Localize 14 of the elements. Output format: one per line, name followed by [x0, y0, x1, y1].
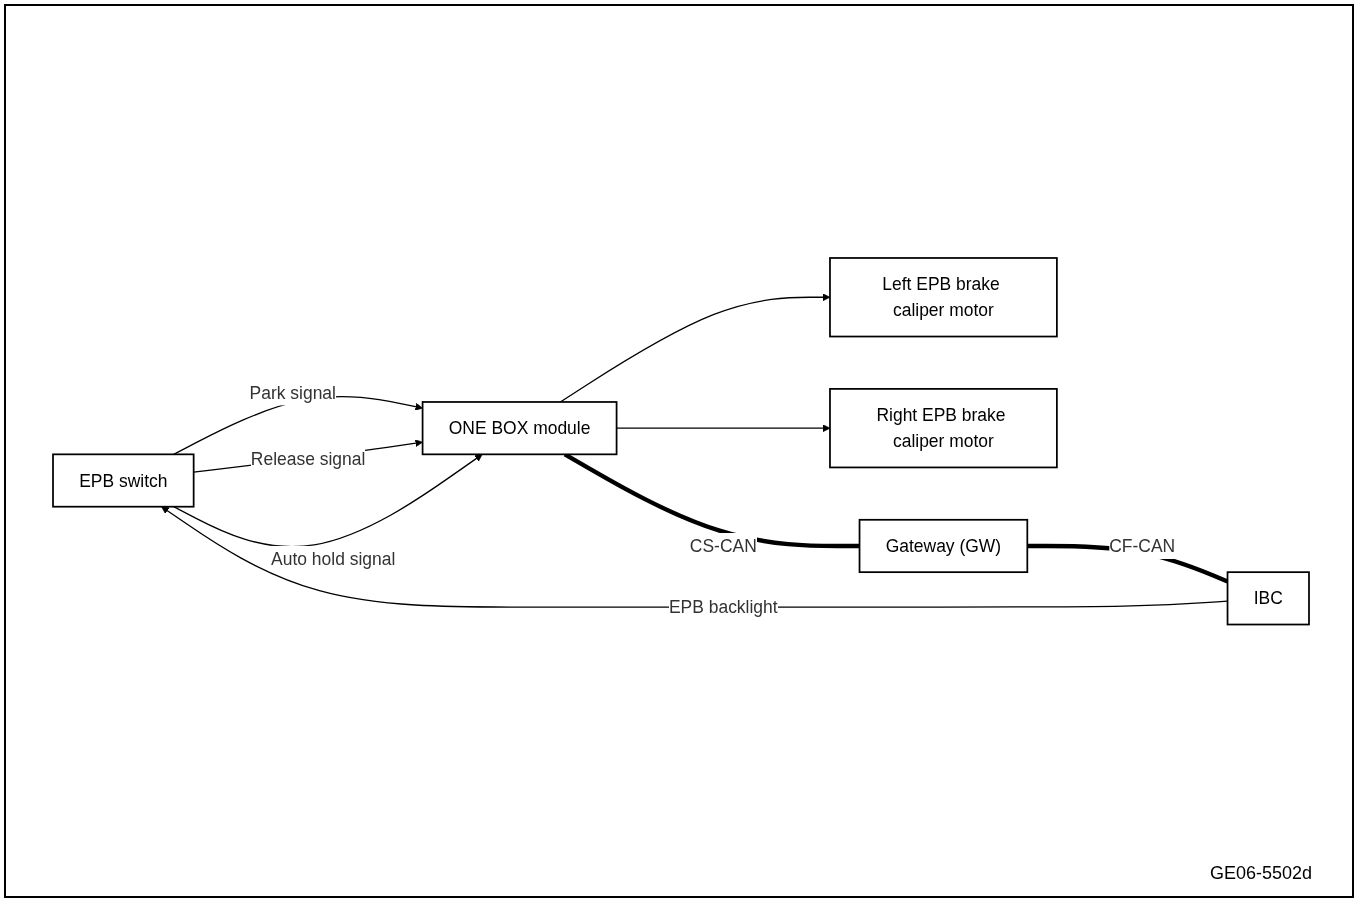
edge-label: CF-CAN	[1109, 536, 1176, 556]
edge-label: Park signal	[249, 382, 336, 402]
arrow	[193, 439, 423, 473]
edge-label: EPB backlight	[668, 597, 778, 617]
node-box: Left EPB brake caliper motor	[829, 256, 1058, 338]
edge-label: Auto hold signal	[271, 549, 396, 569]
edge-label: Release signal	[250, 448, 366, 469]
node-box: ONE BOX module	[421, 400, 618, 455]
edge-label: CS-CAN	[689, 536, 757, 556]
figure-code: GE06-5502d	[1209, 863, 1312, 884]
node-box: Right EPB brake caliper motor	[829, 387, 1058, 469]
node-box: EPB switch	[52, 453, 195, 508]
node-box: Gateway (GW)	[858, 518, 1029, 573]
node-box: IBC	[1226, 571, 1310, 626]
